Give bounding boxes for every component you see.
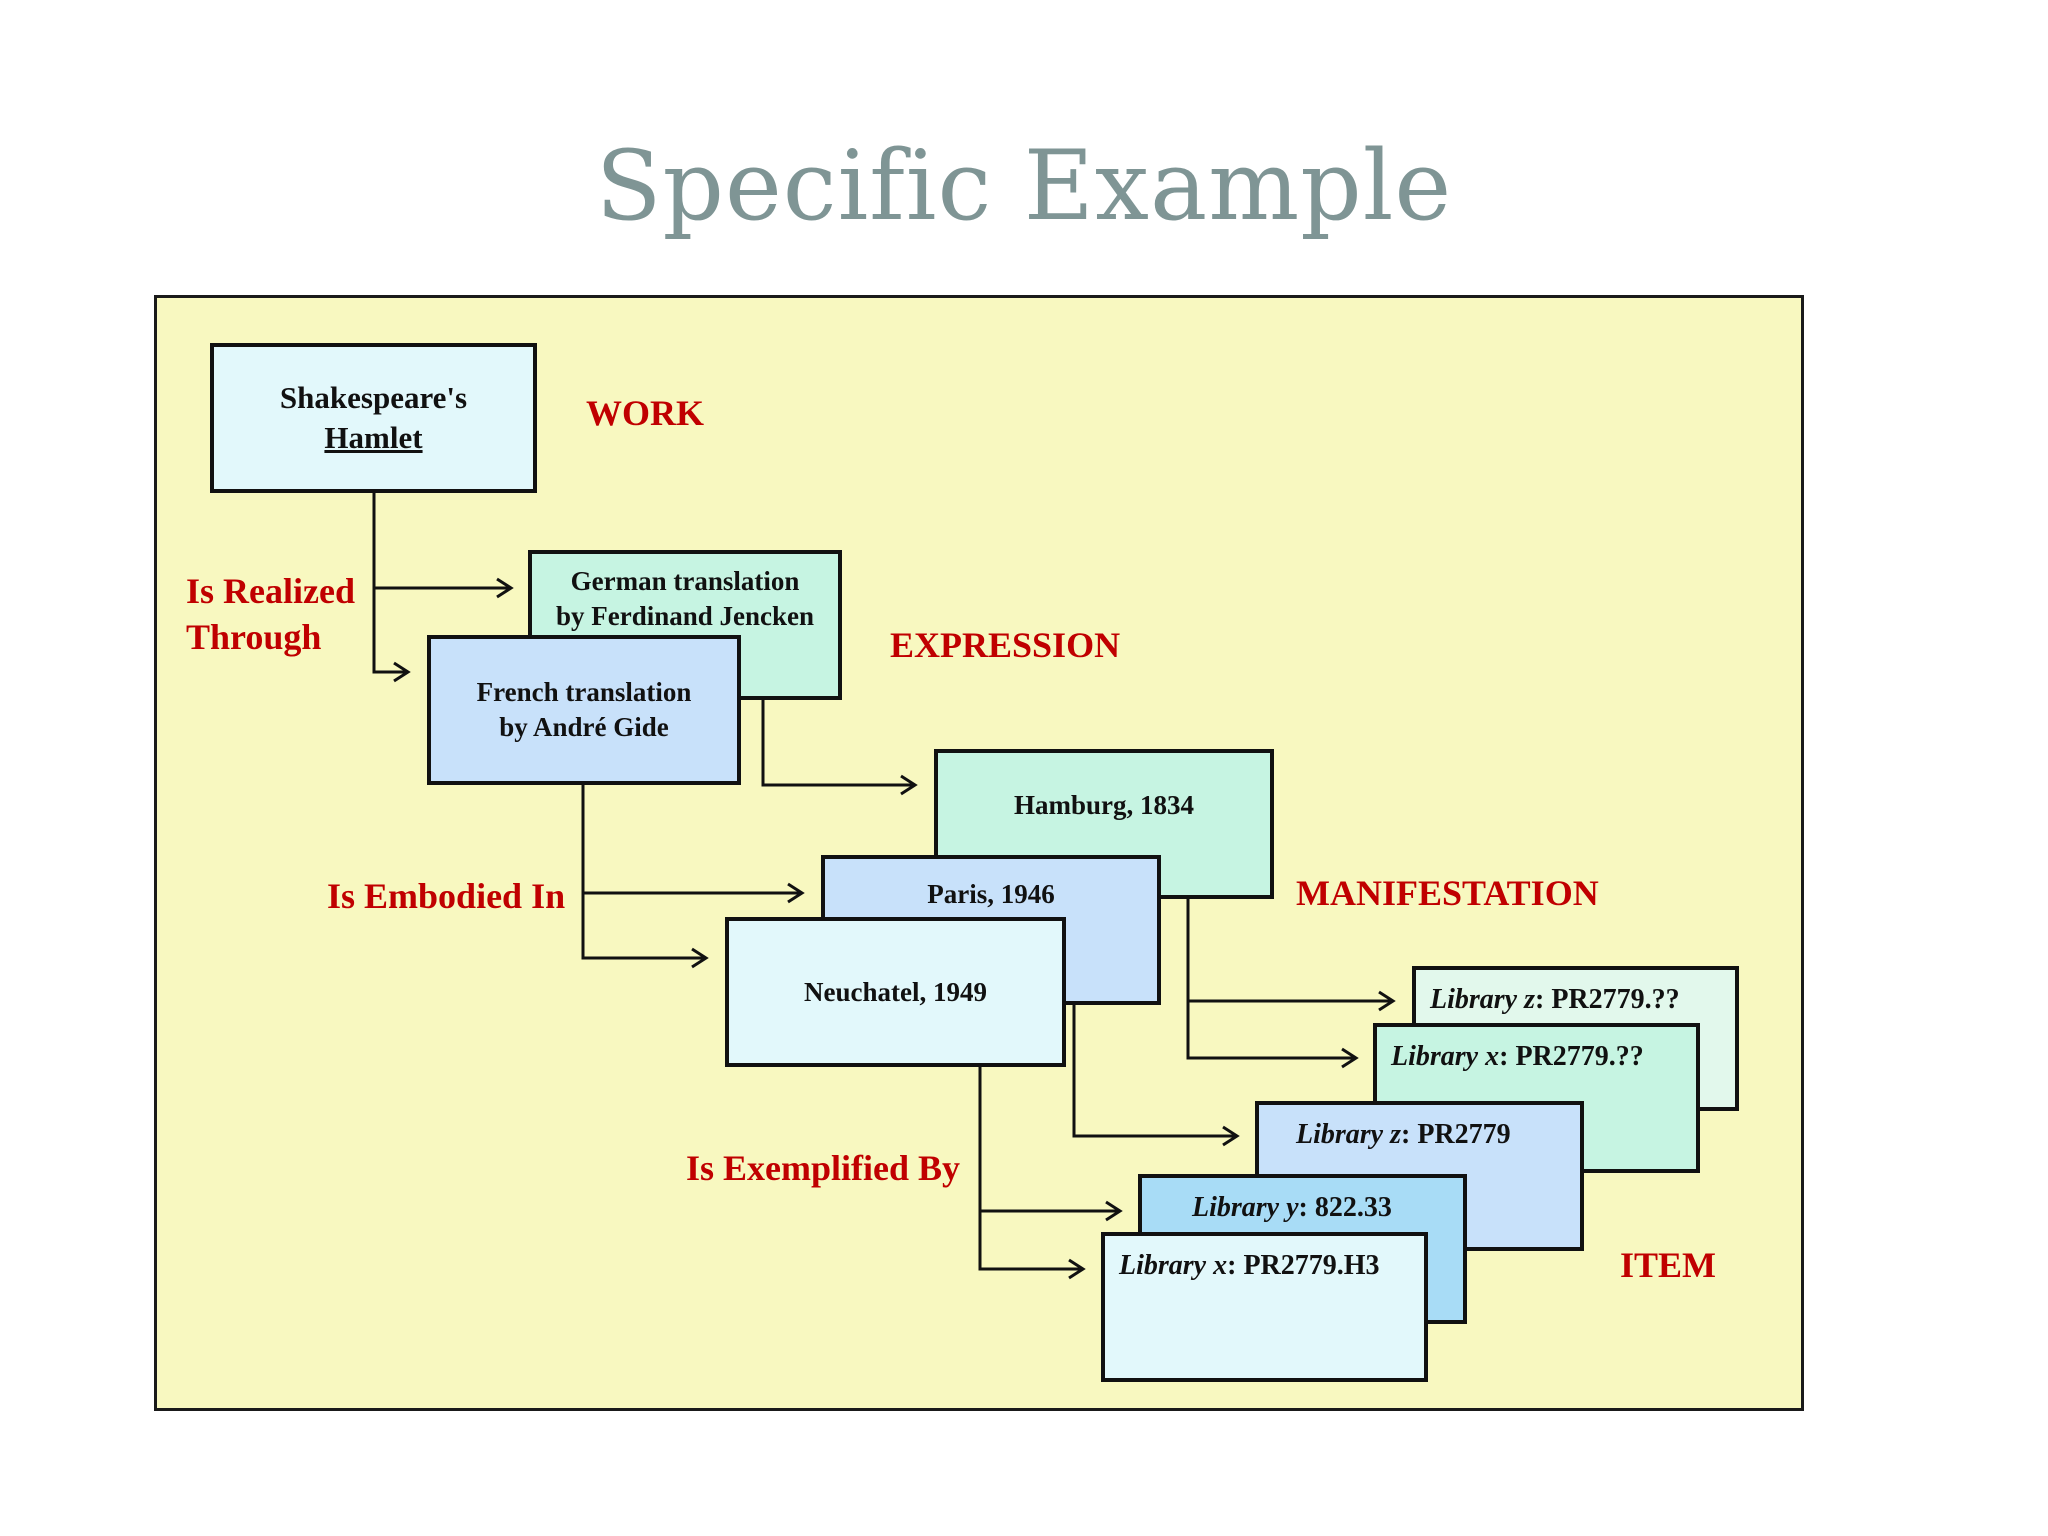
arrowhead	[1105, 1200, 1123, 1222]
is-realized-line2: Through	[186, 617, 322, 658]
arrowhead	[496, 577, 514, 599]
item-library-2: Library x	[1391, 1041, 1500, 1072]
is-embodied-in-label: Is Embodied In	[327, 876, 566, 916]
connector-line	[761, 700, 915, 787]
is-realized-through-label: Is Realized Through	[186, 568, 355, 660]
item-text-4: Library y: 822.33	[1192, 1192, 1392, 1223]
expression-french-line2: by André Gide	[499, 712, 669, 742]
expression-german-line2: by Ferdinand Jencken	[555, 600, 815, 631]
arrowhead	[1222, 1125, 1240, 1147]
manifestation-hamburg-label: Hamburg, 1834	[1013, 789, 1194, 820]
expression-german-line1: German translation	[570, 566, 800, 596]
connector-line	[581, 785, 706, 960]
arrowhead	[900, 774, 918, 796]
arrowhead	[1341, 1047, 1359, 1069]
item-library-4: Library y	[1192, 1192, 1299, 1223]
work-box: Shakespeare's Hamlet	[210, 343, 537, 493]
work-label: WORK	[586, 393, 705, 433]
manifestation-paris-label: Paris, 1946	[927, 879, 1055, 909]
connector-line	[1072, 1005, 1237, 1138]
item-label: ITEM	[1620, 1245, 1717, 1285]
arrowhead	[393, 661, 411, 683]
item-library-5: Library x	[1119, 1250, 1228, 1281]
item-callno-5: PR2779.H3	[1243, 1250, 1380, 1281]
item-text-5: Library x: PR2779.H3	[1119, 1250, 1380, 1281]
connector-line	[978, 1067, 1083, 1271]
work-title-line2: Hamlet	[324, 420, 423, 455]
arrowhead	[691, 947, 709, 969]
is-realized-line1: Is Realized	[186, 571, 355, 611]
connector-line	[372, 493, 408, 674]
expression-label: EXPRESSION	[890, 625, 1121, 665]
item-text-2: Library x: PR2779.??	[1391, 1041, 1644, 1072]
manifestation-label: MANIFESTATION	[1296, 873, 1599, 913]
item-box-5: Library x: PR2779.H3	[1101, 1232, 1428, 1382]
is-exemplified-by-label: Is Exemplified By	[686, 1148, 961, 1188]
item-library-1: Library z	[1430, 984, 1535, 1015]
expression-french-box: French translation by André Gide	[427, 635, 741, 785]
item-text-3: Library z: PR2779	[1296, 1119, 1511, 1150]
item-callno-2: PR2779.??	[1515, 1041, 1644, 1072]
arrowhead	[787, 882, 805, 904]
slide-title: Specific Example	[595, 130, 1453, 242]
item-library-3: Library z	[1296, 1119, 1401, 1150]
expression-french-line1: French translation	[476, 677, 692, 708]
connector-line	[1186, 899, 1356, 1060]
item-callno-1: PR2779.??	[1551, 984, 1680, 1015]
manifestation-neuchatel-box: Neuchatel, 1949	[725, 917, 1066, 1067]
work-title-line1: Shakespeare's	[279, 380, 468, 416]
item-callno-4: 822.33	[1314, 1192, 1392, 1223]
item-callno-3: PR2779	[1417, 1119, 1511, 1150]
item-text-1: Library z: PR2779.??	[1430, 984, 1680, 1015]
arrowhead	[1378, 990, 1396, 1012]
manifestation-neuchatel-label: Neuchatel, 1949	[804, 976, 987, 1007]
arrowhead	[1068, 1258, 1086, 1280]
